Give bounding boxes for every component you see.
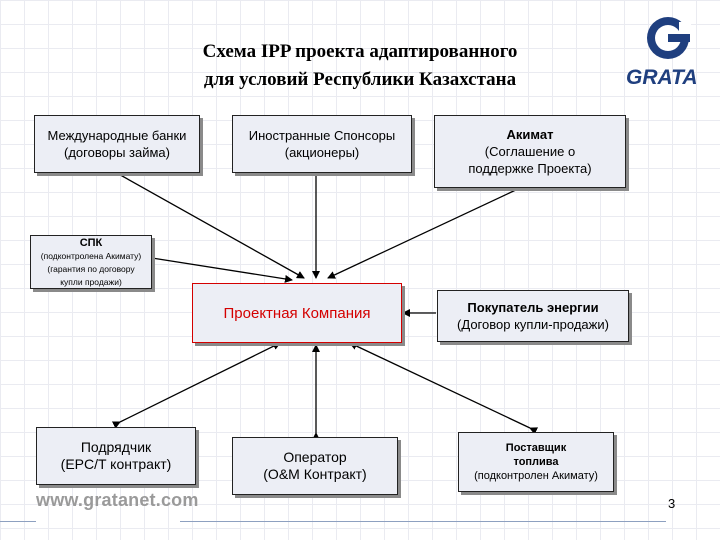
buyer-sublabel: (Договор купли-продажи) [457, 317, 609, 332]
operator-label: Оператор [283, 449, 347, 465]
spk-box: СПК (подконтролена Акимату) (гарантия по… [30, 235, 152, 289]
page-number: 3 [668, 496, 676, 511]
spk-sublabel-1: (подконтролена Акимату) [40, 250, 142, 261]
arrow-contractor [111, 342, 281, 429]
operator-sublabel: (O&M Контракт) [263, 466, 367, 482]
fuel-sublabel: (подконтролен Акимату) [474, 470, 598, 482]
title-line-2: для условий Республики Казахстана [203, 69, 517, 90]
fuel-supplier-box: Поставщик топлива (подконтролен Акимату) [458, 432, 614, 492]
arrow-fuel [349, 342, 539, 435]
akimat-box: Акимат (Соглашение о поддержке Проекта) [434, 115, 626, 188]
arrow-spk [144, 252, 293, 283]
banks-sublabel: (договоры займа) [64, 145, 170, 160]
contractor-sublabel: (EPC/T контракт) [60, 456, 172, 472]
footer-divider-left [0, 521, 36, 522]
banks-label: Международные банки [47, 128, 187, 143]
akimat-sublabel-1: (Соглашение о [484, 144, 576, 159]
project-company-box: Проектная Компания [192, 283, 402, 343]
title-line-1: Схема IPP проекта адаптированного [202, 41, 518, 62]
grata-logo-icon [647, 17, 691, 59]
contractor-box: Подрядчик (EPC/T контракт) [36, 427, 196, 485]
logo-text: GRATA [626, 66, 698, 89]
fuel-label: Поставщик [505, 442, 567, 454]
buyer-label: Покупатель энергии [467, 300, 599, 315]
footer-divider [180, 521, 666, 522]
akimat-sublabel-2: поддержке Проекта) [468, 161, 592, 176]
project-company-label: Проектная Компания [223, 304, 371, 322]
sponsors-sublabel: (акционеры) [284, 145, 360, 160]
spk-sublabel-2: (гарантия по договору [47, 263, 135, 274]
akimat-label: Акимат [506, 127, 554, 142]
spk-label: СПК [79, 236, 103, 249]
banks-box: Международные банки (договоры займа) [34, 115, 200, 173]
buyer-box: Покупатель энергии (Договор купли-продаж… [437, 290, 629, 342]
arrow-akimat [327, 181, 529, 279]
sponsors-box: Иностранные Спонсоры (акционеры) [232, 115, 412, 173]
fuel-label-2: топлива [513, 456, 559, 468]
contractor-label: Подрядчик [80, 439, 152, 455]
spk-sublabel-3: купли продажи) [60, 276, 122, 287]
page-title: Схема IPP проекта адаптированного для ус… [110, 38, 610, 94]
sponsors-label: Иностранные Спонсоры [248, 128, 396, 143]
operator-box: Оператор (O&M Контракт) [232, 437, 398, 495]
footer-website-link[interactable]: www.gratanet.com [36, 490, 199, 510]
